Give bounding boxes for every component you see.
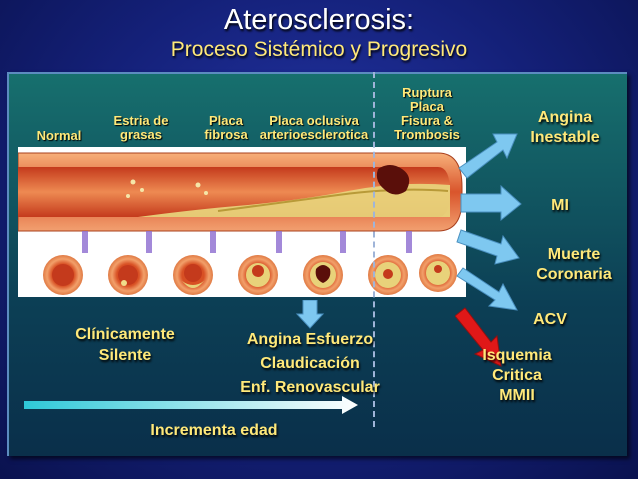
outcome-acv: ACV bbox=[533, 311, 567, 328]
artery-illustration bbox=[17, 152, 463, 295]
slide-subtitle: Proceso Sistémico y Progresivo bbox=[170, 38, 468, 61]
stage-label-estria: Estria de grasas bbox=[113, 113, 169, 142]
age-progress-arrow-icon bbox=[24, 396, 358, 414]
stage-label-placa-fibrosa: Placa fibrosa bbox=[204, 113, 248, 142]
age-label: Incrementa edad bbox=[150, 422, 278, 439]
cross-section-row bbox=[43, 254, 457, 295]
outcome-angina-inestable: Angina Inestable bbox=[530, 109, 600, 146]
clinically-silent-label: Clínicamente Silente bbox=[75, 326, 175, 364]
stage-label-placa-oclusiva: Placa oclusiva arterioesclerotica bbox=[259, 113, 369, 142]
arrow-angina-icon bbox=[458, 133, 518, 179]
outcome-arrows bbox=[455, 133, 522, 367]
outcome-muerte-coronaria: Muerte Coronaria bbox=[536, 246, 612, 283]
arrow-isquemia-icon bbox=[455, 307, 502, 367]
arrow-acv-icon bbox=[456, 267, 518, 311]
arrow-muerte-icon bbox=[456, 229, 520, 265]
symptom-list: Angina Esfuerzo Claudicación Enf. Renova… bbox=[226, 328, 394, 400]
stage-label-normal: Normal bbox=[36, 128, 82, 143]
panel-border bbox=[7, 72, 627, 456]
symptom-angina-esfuerzo: Angina Esfuerzo bbox=[246, 331, 374, 348]
arrow-mi-icon bbox=[460, 184, 522, 222]
symptom-claudicacion: Claudicación bbox=[260, 355, 360, 372]
artery-diagram bbox=[17, 147, 466, 297]
stage-label-ruptura: Ruptura Placa Fisura & Trombosis bbox=[394, 85, 460, 142]
dashed-divider bbox=[373, 72, 375, 427]
outcome-isquemia-critica: Isquemia Critica MMII bbox=[482, 347, 552, 404]
symptom-enf-renovascular: Enf. Renovascular bbox=[240, 379, 380, 396]
down-arrow-icon bbox=[295, 300, 325, 329]
outcome-mi: MI bbox=[551, 197, 569, 214]
slide-title: Aterosclerosis: bbox=[223, 4, 415, 36]
